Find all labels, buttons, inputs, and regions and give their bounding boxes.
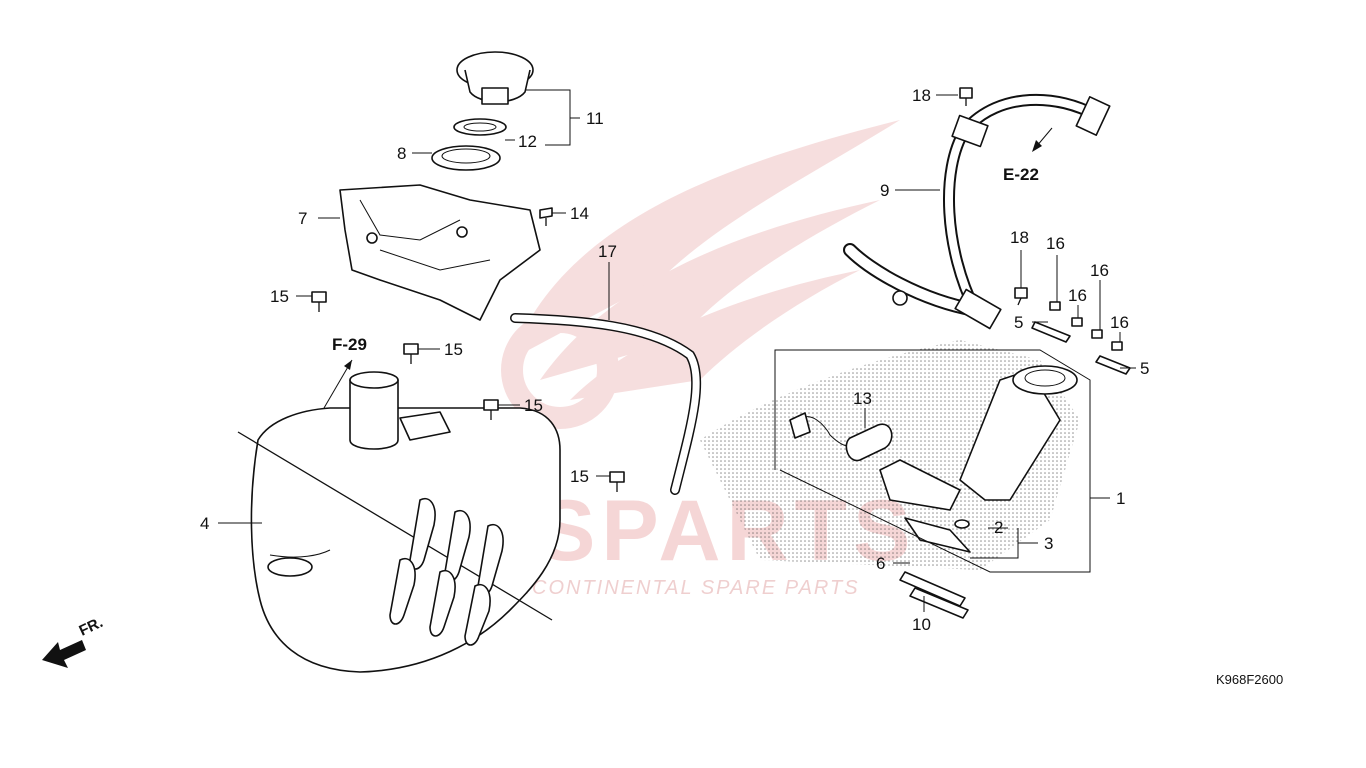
reference-f29: F-29 — [332, 335, 367, 354]
callout-15-c: 15 — [524, 396, 543, 415]
callout-16-a: 16 — [1046, 234, 1065, 253]
bolt-15-d — [609, 471, 625, 492]
callout-2: 2 — [994, 518, 1003, 537]
callout-18-b: 18 — [1010, 228, 1029, 247]
callout-17: 17 — [598, 242, 617, 261]
callout-14: 14 — [570, 204, 589, 223]
callout-12: 12 — [518, 132, 537, 151]
callout-6: 6 — [876, 554, 885, 573]
watermark-wing-logo — [501, 120, 900, 429]
front-arrow-label: FR. — [77, 614, 106, 640]
clips-16 — [1031, 301, 1131, 375]
callout-18-a: 18 — [912, 86, 931, 105]
pump-packing — [904, 517, 971, 553]
callout-1: 1 — [1116, 489, 1125, 508]
fuel-tank — [237, 371, 561, 673]
callout-4: 4 — [200, 514, 209, 533]
callout-8: 8 — [397, 144, 406, 163]
callout-16-d: 16 — [1110, 313, 1129, 332]
callout-15-b: 15 — [444, 340, 463, 359]
callout-15-d: 15 — [570, 467, 589, 486]
bolts — [311, 87, 1028, 492]
bolt-15-b — [403, 343, 419, 364]
tank-cover — [339, 184, 541, 321]
fuel-filter — [845, 423, 893, 462]
callout-7: 7 — [298, 209, 307, 228]
bolt-14 — [539, 207, 553, 226]
bolt-15-a — [311, 291, 327, 312]
callout-16-c: 16 — [1090, 261, 1109, 280]
callout-13: 13 — [853, 389, 872, 408]
leader-lines — [218, 89, 1136, 612]
callout-16-b: 16 — [1068, 286, 1087, 305]
callout-15-a: 15 — [270, 287, 289, 306]
callout-9: 9 — [880, 181, 889, 200]
fuel-cap — [453, 51, 534, 136]
front-arrow: FR. — [42, 614, 106, 668]
diagram-code: K968F2600 — [1216, 672, 1283, 687]
breather-tube — [510, 313, 702, 495]
callout-3: 3 — [1044, 534, 1053, 553]
fuel-pump-assembly — [700, 340, 1080, 570]
watermark-tagline: INTERCONTINENTAL SPARE PARTS — [462, 577, 860, 599]
bolt-18-a — [959, 87, 973, 106]
callout-5-b: 5 — [1140, 359, 1149, 378]
callout-11: 11 — [586, 109, 604, 128]
setting-plates — [899, 571, 969, 619]
callout-5-a: 5 — [1014, 313, 1023, 332]
fuel-hose — [843, 93, 1111, 330]
bolt-18-b — [1014, 287, 1028, 306]
reference-e22: E-22 — [1003, 165, 1039, 184]
cap-gasket — [431, 145, 501, 171]
front-arrow-icon — [42, 640, 86, 668]
callout-10: 10 — [912, 615, 931, 634]
callout-labels: 1 2 3 4 5 5 6 7 8 9 10 11 12 13 14 15 15… — [200, 86, 1149, 634]
